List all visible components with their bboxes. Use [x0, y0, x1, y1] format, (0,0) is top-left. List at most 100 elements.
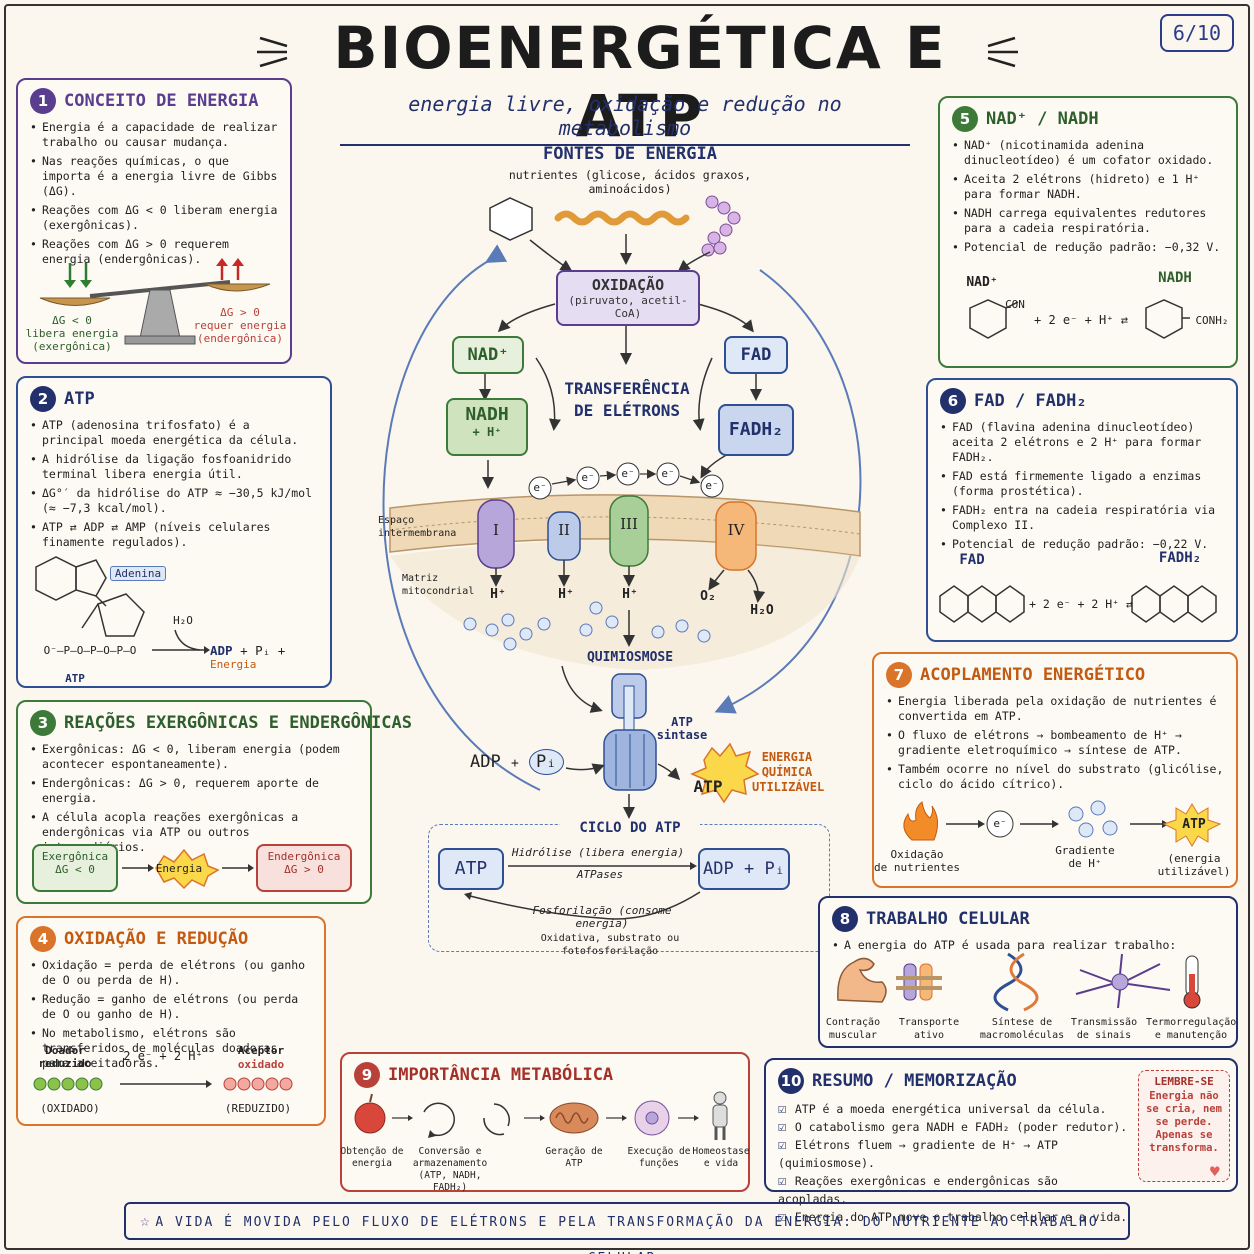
proton-label: H⁺: [490, 587, 506, 602]
intermembrane-space-label: Espaço intermembrana: [378, 515, 457, 539]
section-number: 2: [30, 386, 56, 412]
oxygen-label: O₂: [700, 589, 716, 604]
fad-reduction-equation: + 2 e⁻ + 2 H⁺ ⇄: [1029, 597, 1133, 611]
list-item: Redução = ganho de elétrons (ou perda de…: [30, 992, 312, 1022]
page-number: 6/10: [1160, 14, 1234, 52]
section-atp: 2 ATP ATP (adenosina trifosfato) é a prin…: [16, 376, 332, 688]
list-item: Reações com ΔG < 0 liberam energia (exer…: [30, 203, 278, 233]
nadh-box: NADH + H⁺: [446, 398, 528, 456]
endergonic-box: Endergônica ΔG > 0: [256, 844, 352, 892]
nad-structure-label: NAD⁺: [966, 275, 998, 290]
nadh-label: NADH: [465, 404, 509, 425]
complex-iii-label: III: [620, 515, 638, 533]
plus-sign: +: [240, 643, 248, 658]
fad-box: FAD: [724, 336, 788, 374]
atp-generation-label: Geração de ATP: [545, 1146, 603, 1169]
list-item: Endergônicas: ΔG > 0, requerem aporte de…: [30, 776, 358, 806]
water-label: H₂O: [173, 614, 193, 627]
summary-item: Energia do ATP move o trabalho celular e…: [778, 1208, 1128, 1226]
coupling-flow-icons: [903, 800, 1222, 847]
thermoregulation-label: Termorregulação e manutenção: [1146, 1017, 1237, 1041]
usable-chemical-energy: ENERGIA QUÍMICA UTILIZÁVEL: [752, 750, 825, 794]
adp-product: ADP + Pᵢ + Energia: [210, 644, 330, 671]
section-number: 5: [952, 106, 978, 132]
con-group: CON: [1005, 298, 1025, 311]
fad-structure-label: FAD: [959, 552, 985, 568]
adp-label: ADP: [470, 752, 501, 772]
section-title: NAD⁺ / NADH: [986, 109, 1099, 129]
nadh-structure-label: NADH: [1158, 270, 1192, 286]
nad-ring-icon: [969, 299, 1190, 339]
macromolecule-synthesis-label: Síntese de macromoléculas: [979, 1017, 1065, 1041]
list-item: ATP ⇄ ADP ⇄ AMP (níveis celulares finame…: [30, 520, 318, 550]
section-title: RESUMO / MEMORIZAÇÃO: [812, 1071, 1017, 1091]
electron-label: e⁻: [621, 467, 635, 480]
electron-transfer-label: 2 e⁻ + 2 H⁺: [123, 1049, 203, 1063]
adp-label: ADP: [210, 643, 233, 658]
flavin-ring-icon: [939, 585, 1217, 623]
section-nad: 5 NAD⁺ / NADH NAD⁺ (nicotinamida adenina …: [938, 96, 1238, 368]
donor-label: Doador reduzido: [38, 1044, 92, 1070]
acceptor-oxidized-label: oxidado: [237, 1058, 285, 1071]
water-label: H₂O: [750, 603, 774, 618]
hydrolysis-label: Hidrólise (libera energia): [511, 846, 685, 859]
list-item: FAD (flavina adenina dinucleotídeo) acei…: [940, 420, 1224, 465]
nutrients-label: nutrientes (glicose, ácidos graxos, amin…: [508, 168, 752, 196]
list-item: Aceita 2 elétrons (hidreto) e 1 H⁺ para …: [952, 172, 1224, 202]
list-item: Exergônicas: ΔG < 0, liberam energia (po…: [30, 742, 358, 772]
oxidation-box: OXIDAÇÃO (piruvato, acetil-CoA): [556, 270, 700, 326]
footer-text: A VIDA É MOVIDA PELO FLUXO DE ELÉTRONS E…: [155, 1215, 1099, 1254]
heart-icon: ♥: [1210, 1162, 1220, 1181]
footer-banner: ☆ A VIDA É MOVIDA PELO FLUXO DE ELÉTRONS…: [124, 1202, 1130, 1254]
pi-label: Pᵢ: [529, 749, 564, 775]
energy-burst-icon: [122, 848, 254, 890]
list-item: Também ocorre no nível do substrato (gli…: [886, 762, 1224, 792]
section-title: FAD / FADH₂: [974, 391, 1087, 411]
phosphate-chain: O⁻–P–O–P–O–P–O: [43, 644, 137, 657]
list-item: Potencial de redução padrão: −0,32 V.: [952, 240, 1224, 255]
active-transport-label: Transporte ativo: [898, 1017, 960, 1041]
page-title: BIOENERGÉTICA E ATP: [333, 14, 947, 150]
exergonic-label: ΔG < 0 libera energia (exergônica): [25, 314, 119, 353]
plus-sign: +: [510, 756, 519, 771]
nadh-proton: + H⁺: [472, 425, 502, 439]
atp-cycle-title: CICLO DO ATP: [560, 820, 700, 836]
atp-synthase-label: ATP sintase: [656, 715, 708, 742]
section-fad: 6 FAD / FADH₂ FAD (flavina adenina dinucl…: [926, 378, 1238, 642]
phosphorylation-label: Fosforilação (consome energia): [532, 904, 672, 930]
list-item: NAD⁺ (nicotinamida adenina dinucleotídeo…: [952, 138, 1224, 168]
oxidation-substrates: (piruvato, acetil-CoA): [568, 294, 688, 320]
endergonic-label: ΔG > 0 requer energia (endergônica): [193, 306, 287, 345]
nad-box: NAD⁺: [452, 336, 524, 374]
energy-label: Energia: [155, 862, 203, 875]
section-title: ATP: [64, 389, 95, 409]
muscle-contraction-label: Contração muscular: [825, 1017, 881, 1041]
atpases-label: ATPases: [576, 868, 624, 881]
title-rays-right: [987, 36, 1018, 68]
star-icon: ☆: [140, 1211, 152, 1230]
list-item: ATP (adenosina trifosfato) é a principal…: [30, 418, 318, 448]
list-item: Reações com ΔG > 0 requerem energia (end…: [30, 237, 278, 267]
summary-item: Elétrons fluem → gradiente de H⁺ → ATP (…: [778, 1136, 1128, 1172]
energy-label: Energia: [210, 658, 257, 671]
section-title: IMPORTÂNCIA METABÓLICA: [388, 1065, 614, 1085]
oxidation-label: OXIDAÇÃO: [591, 276, 665, 294]
function-execution-label: Execução de funções: [627, 1146, 691, 1169]
hydrolysis-arrow: [152, 629, 210, 654]
list-item: Nas reações químicas, o que importa é a …: [30, 154, 278, 199]
electron-label: e⁻: [533, 481, 547, 494]
list-item: No metabolismo, elétrons são transferido…: [30, 1026, 312, 1071]
oxidized-label: (OXIDADO): [40, 1102, 100, 1115]
list-item: O fluxo de elétrons → bombeamento de H⁺ …: [886, 728, 1224, 758]
proton-gradient-label: Gradiente de H⁺: [1055, 844, 1115, 870]
metabolic-importance-icons: [354, 1091, 728, 1140]
list-item: ΔG°′ da hidrólise do ATP ≈ −30,5 kJ/mol …: [30, 486, 318, 516]
chemiosmosis-label: QUIMIOSMOSE: [586, 650, 674, 665]
list-item: Energia é a capacidade de realizar traba…: [30, 120, 278, 150]
homeostasis-label: Homeostase e vida: [692, 1146, 750, 1169]
section-number: 6: [940, 388, 966, 414]
electron-transfer-title: TRANSFERÊNCIA DE ELÉTRONS: [564, 379, 690, 420]
